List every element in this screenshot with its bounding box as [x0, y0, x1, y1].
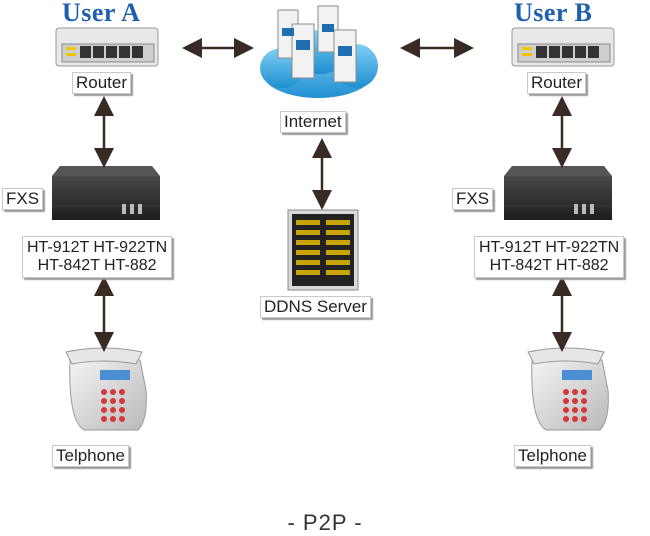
router-b-icon — [511, 27, 615, 67]
router-b-label: Router — [527, 72, 587, 94]
ddns-server-icon — [287, 209, 359, 291]
fxs-a-models: HT-912T HT-922TN HT-842T HT-882 — [22, 236, 173, 278]
fxs-a-models-line2: HT-842T HT-882 — [37, 257, 157, 274]
fxs-b-models-line2: HT-842T HT-882 — [489, 257, 609, 274]
ddns-label: DDNS Server — [260, 296, 371, 318]
telephone-a-label: Telphone — [52, 445, 130, 467]
telephone-a-icon — [65, 347, 147, 431]
user-a-title: User A — [62, 0, 141, 27]
internet-cloud-icon — [260, 5, 378, 98]
diagram-footer: - P2P - — [287, 510, 363, 535]
telephone-b-label: Telphone — [514, 445, 592, 467]
user-b-title: User B — [514, 0, 593, 27]
router-a-label: Router — [72, 72, 132, 94]
fxs-device-b-icon — [504, 166, 612, 220]
fxs-b-models: HT-912T HT-922TN HT-842T HT-882 — [474, 236, 625, 278]
fxs-a-models-line1: HT-912T HT-922TN — [27, 239, 168, 256]
fxs-b-models-line1: HT-912T HT-922TN — [479, 239, 620, 256]
fxs-b-label: FXS — [452, 188, 494, 210]
fxs-device-a-icon — [52, 166, 160, 220]
router-a-icon — [55, 27, 159, 67]
telephone-b-icon — [527, 347, 609, 431]
internet-label: Internet — [280, 111, 346, 133]
fxs-a-label: FXS — [2, 188, 44, 210]
